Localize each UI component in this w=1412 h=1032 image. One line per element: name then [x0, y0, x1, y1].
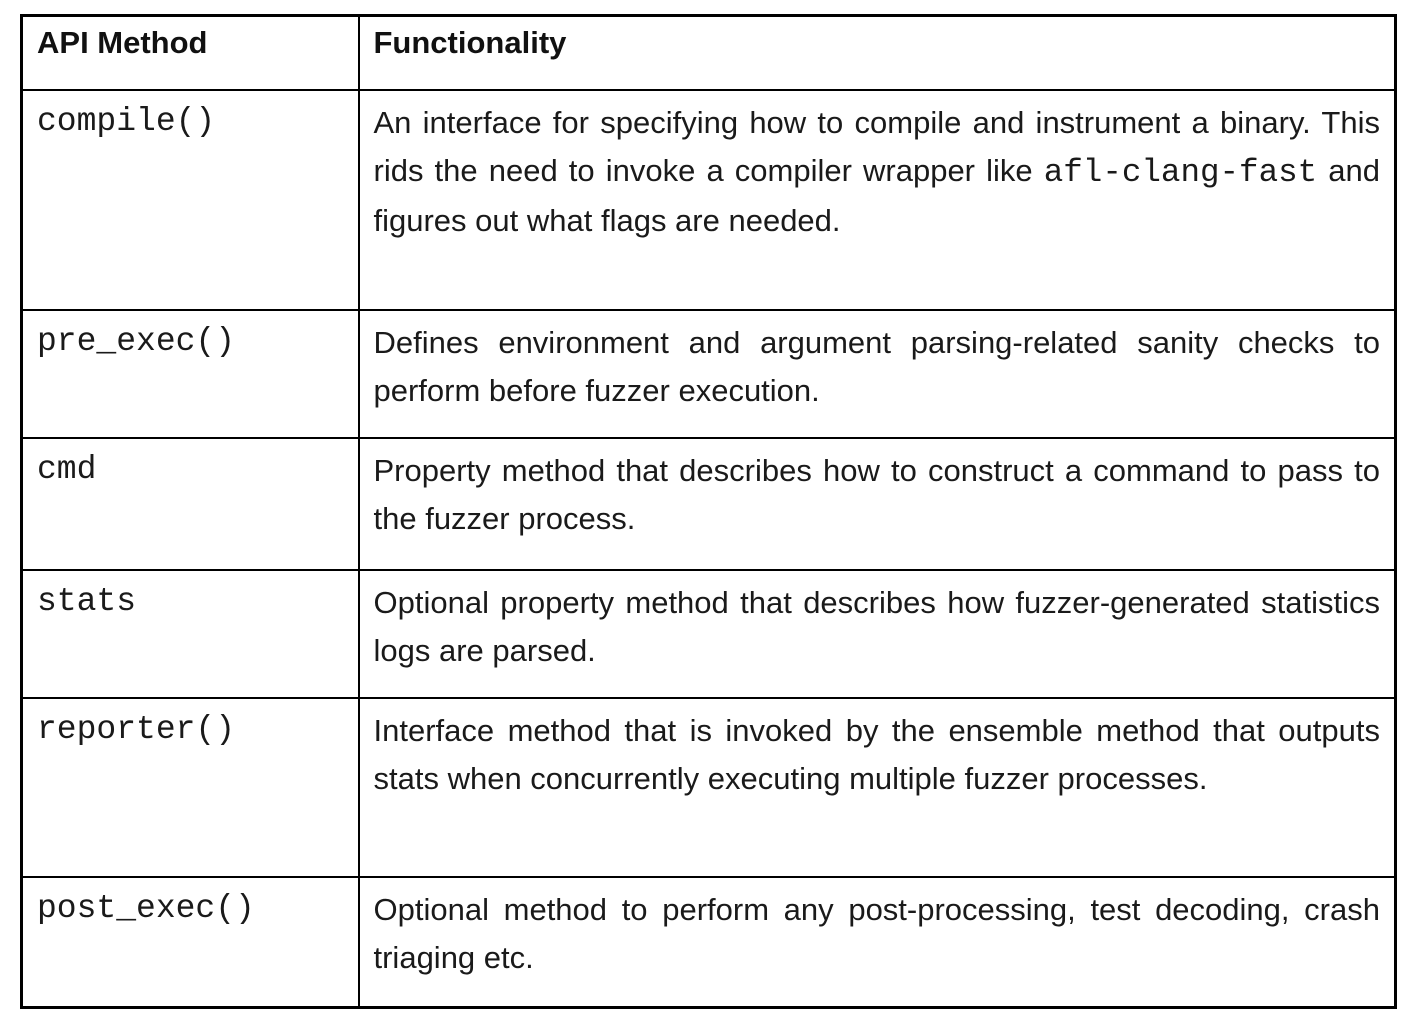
- table-body: compile()An interface for specifying how…: [20, 88, 1397, 1009]
- table-row: compile()An interface for specifying how…: [20, 88, 1397, 311]
- api-method-cell: stats: [20, 568, 360, 699]
- functionality-cell: Optional method to perform any post-proc…: [357, 875, 1397, 1009]
- table-row: pre_exec()Defines environment and argume…: [20, 308, 1397, 439]
- column-header-functionality: Functionality: [357, 14, 1397, 91]
- functionality-cell: Defines environment and argument parsing…: [357, 308, 1397, 439]
- api-methods-table-container: API Method Functionality compile()An int…: [20, 14, 1397, 1009]
- table-row: reporter()Interface method that is invok…: [20, 696, 1397, 878]
- table-row: post_exec()Optional method to perform an…: [20, 875, 1397, 1009]
- column-header-api-method: API Method: [20, 14, 360, 91]
- header-row: API Method Functionality: [20, 14, 1397, 91]
- api-method-cell: reporter(): [20, 696, 360, 878]
- functionality-cell: Property method that describes how to co…: [357, 436, 1397, 571]
- api-method-cell: compile(): [20, 88, 360, 311]
- inline-code: afl-clang-fast: [1043, 153, 1318, 191]
- api-method-cell: cmd: [20, 436, 360, 571]
- table-header: API Method Functionality: [20, 14, 1397, 91]
- api-method-cell: post_exec(): [20, 875, 360, 1009]
- functionality-cell: An interface for specifying how to compi…: [357, 88, 1397, 311]
- api-method-cell: pre_exec(): [20, 308, 360, 439]
- functionality-cell: Optional property method that describes …: [357, 568, 1397, 699]
- functionality-cell: Interface method that is invoked by the …: [357, 696, 1397, 878]
- api-methods-table: API Method Functionality compile()An int…: [20, 14, 1397, 1009]
